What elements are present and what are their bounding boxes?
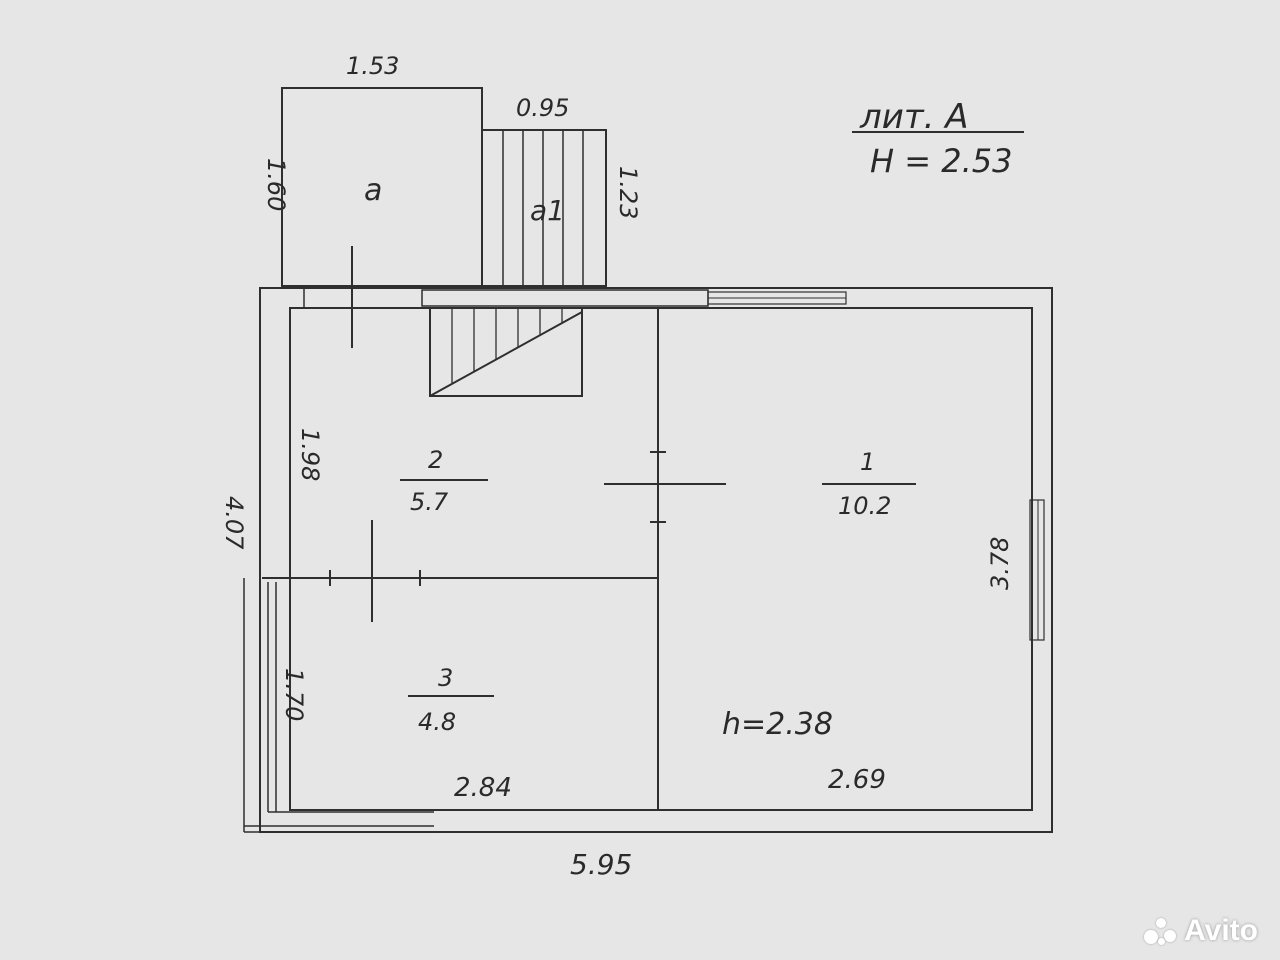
door-marks [329,246,726,622]
dim-stairs-depth: 1.23 [614,166,642,219]
stairs-label: а1 [530,194,565,227]
room-1-area: 10.2 [838,492,891,520]
avito-text: Avito [1184,914,1258,947]
porch-label: а [364,173,382,208]
room-1-number: 1 [860,448,875,476]
room-3-area: 4.8 [418,708,456,736]
right-window [1029,499,1045,641]
avito-watermark: Avito [1144,914,1258,948]
dim-stairs-width: 0.95 [516,94,569,122]
dim-total-depth: 4.07 [220,496,248,550]
interior-walls [262,308,659,810]
room-3-number: 3 [438,664,453,692]
dim-porch-width: 1.53 [346,52,399,80]
stairs-a1 [481,129,607,287]
fraction-bars [400,131,1024,697]
interior-stairs [429,308,583,397]
top-windows [303,288,847,308]
room-2-area: 5.7 [410,488,449,516]
building-height: Н = 2.53 [870,142,1012,180]
dim-porch-depth: 1.60 [262,158,290,211]
dim-room2-depth: 1.98 [296,428,324,481]
dim-room3-width: 2.84 [454,773,512,803]
outer-walls [243,287,1053,833]
lit-label: лит. А [859,97,969,137]
room-2-number: 2 [428,446,443,474]
avito-logo-icon [1144,916,1178,946]
dim-room1-width: 2.69 [828,765,886,795]
dim-room3-depth: 1.70 [280,668,308,721]
dim-total-width: 5.95 [570,848,632,881]
dim-room1-depth: 3.78 [986,537,1014,590]
ceiling-height: h=2.38 [722,707,833,742]
